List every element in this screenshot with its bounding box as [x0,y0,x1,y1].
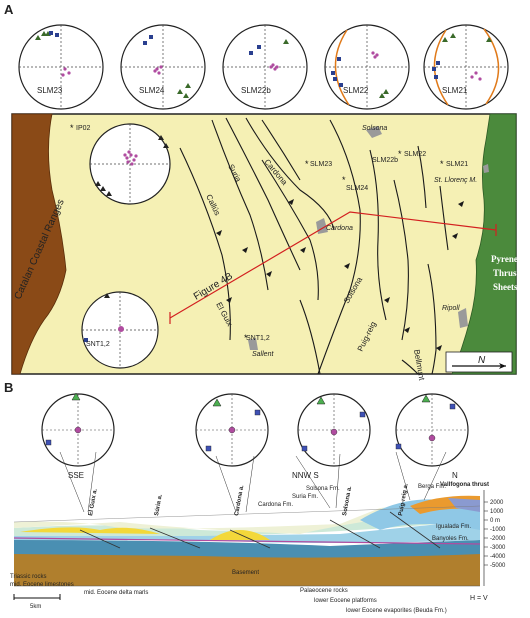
map-inset-net-snt [81,291,159,369]
depth-tick-label: -5000 [490,563,506,569]
site-slm22b: SLM22b [372,157,398,164]
stereonet-label-slm24: SLM24 [139,86,165,95]
depth-tick-label: -1000 [490,527,506,533]
site-slm23: SLM23 [310,161,332,168]
unit-palaeocene: Palaeocene rocks [300,588,348,594]
town-stllorenc: St. Llorenç M. [434,177,477,184]
unit-delta: mid. Eocene delta marls [84,590,148,596]
stereonet-slm24: SLM24 [120,24,206,110]
fm-banyoles: Banyoles Fm. [432,536,469,542]
fm-solsona: Solsona Fm. [306,486,340,492]
stereonet-row: SLM23 SLM24 SLM22b SLM22 SLM21 [18,24,509,110]
fm-cardona: Cardona Fm. [258,502,293,508]
depth-axis: 2000 1000 0 m -1000 -2000 -3000 -4000 -5000 [483,490,506,586]
dir-sse: SSE [68,471,84,480]
fm-igualada: Igualada Fm. [436,524,471,530]
unit-basement: Basement [232,570,259,576]
stereonet-label-slm22b: SLM22b [241,86,271,95]
geologic-map: N Catalan Coastal Ranges Pyrenean Thrust… [11,113,527,382]
cross-section-labels: El Guix a. Súria a. Cardona a. Solsona a… [10,482,489,614]
panel-b-label: B [4,380,13,395]
town-solsona: Solsona [362,125,387,132]
unit-platforms: lower Eocene platforms [314,598,377,604]
svg-text:*: * [70,123,74,133]
panel-a-label: A [4,2,14,17]
fm-suria: Suria Fm. [292,494,318,500]
north-label: N [478,355,486,366]
svg-text:*: * [398,149,402,159]
unit-limestones: mid. Eocene limestones [10,582,74,588]
depth-tick-label: 1000 [490,509,504,515]
site-slm22: SLM22 [404,151,426,158]
depth-tick-label: -4000 [490,554,506,560]
stereonet-slm21: SLM21 [423,24,509,110]
pyrenean-label-3: Sheets [493,282,518,292]
section-stereonet-1 [41,392,115,467]
catalan-ranges-area [11,113,67,375]
depth-tick-label: 0 m [490,518,500,524]
unit-triassic: Triassic rocks [10,574,46,580]
section-line [169,211,497,319]
site-slm21: SLM21 [446,161,468,168]
stereonet-label-slm23: SLM23 [37,86,63,95]
struct-pugreig-label: Puig-reig a. [398,483,410,517]
svg-text:*: * [440,159,444,169]
site-slm24: SLM24 [346,185,368,192]
stereonet-label-slm21: SLM21 [442,86,468,95]
struct-cardona-label: Cardona a. [234,484,245,516]
stereonet-slm22b: SLM22b [222,24,308,110]
section-stereonet-3 [297,393,371,467]
struct-vallfogona-label: Vallfogona thrust [440,482,489,488]
hv-ratio: H = V [470,595,488,602]
cross-section [13,451,481,587]
svg-text:*: * [342,175,346,185]
pyrenean-label-2: Thrust [493,268,520,278]
dir-n: N [452,471,458,480]
section-stereonet-4 [395,393,469,467]
struct-elguix-label: El Guix a. [88,488,99,516]
cross-section-stereonets [41,392,469,467]
svg-text:*: * [244,333,248,343]
town-ripoll: Ripoll [442,305,460,312]
stereonet-slm22: SLM22 [324,24,410,110]
depth-tick-label: -3000 [490,545,506,551]
depth-tick-label: -2000 [490,536,506,542]
scale-label: 5km [30,604,41,610]
site-ip02: IP02 [76,125,91,132]
north-arrow-box [445,351,513,373]
svg-text:*: * [305,159,309,169]
dir-nnw-s: NNW S [292,471,319,480]
struct-suria-label: Súria a. [154,494,164,517]
map-inset-net-ip02 [89,123,171,205]
town-cardona: Cardona [326,225,353,232]
town-sallent: Sallent [252,351,274,358]
inset-net-label: SNT1,2 [86,341,110,348]
pyrenean-label-1: Pyrenean [491,254,527,264]
stereonet-slm23: SLM23 [18,24,104,110]
struct-solsona-label: Solsona a. [342,485,353,516]
depth-tick-label: 2000 [490,500,504,506]
unit-evaporites: lower Eocene evaporites (Beuda Fm.) [346,608,447,614]
stereonet-label-slm22: SLM22 [343,86,369,95]
section-stereonet-2 [195,393,269,467]
fm-berga: Berga Fm. [418,484,446,490]
site-snt: SNT1,2 [246,335,270,342]
scale-bar: 5km [13,594,61,610]
